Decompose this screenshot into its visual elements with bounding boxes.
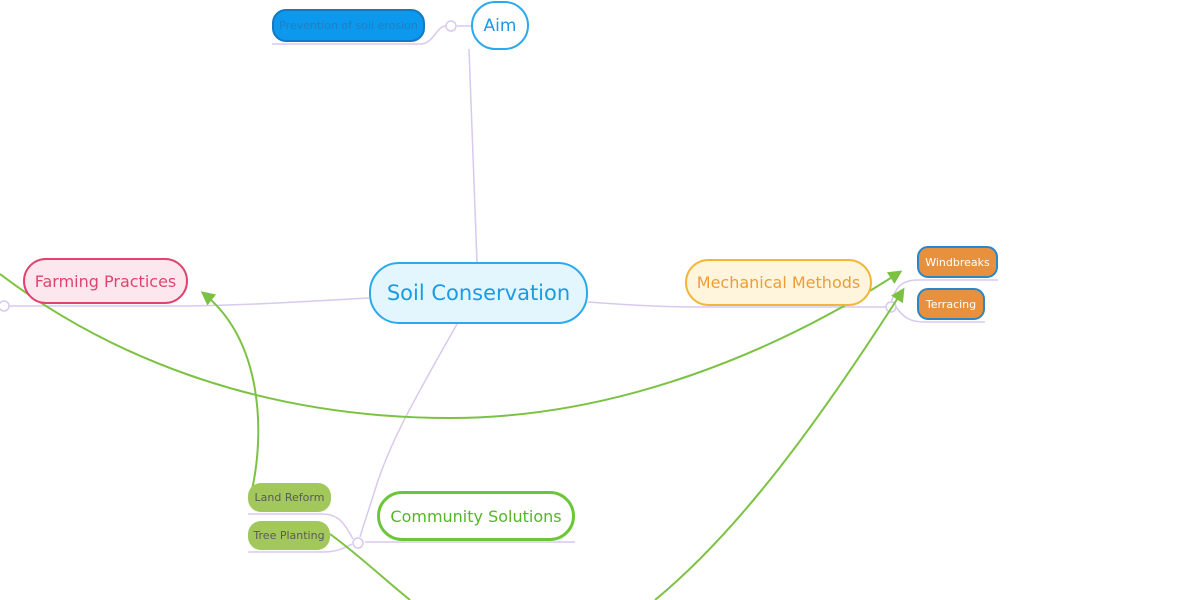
central-topic-label: Soil Conservation [386,281,571,305]
connector-joint-community [352,537,364,549]
connector-center-farming [8,297,370,307]
subtopic-tree-planting-label: Tree Planting [253,529,325,542]
connector-center-mechanical [587,301,886,308]
subtopic-windbreaks[interactable]: Windbreaks [917,246,998,278]
topic-mechanical-methods[interactable]: Mechanical Methods [685,259,872,306]
relationship-arrow-landreform-to-farming[interactable] [200,291,260,491]
topic-aim[interactable]: Aim [471,1,529,50]
connector-joint-farming [0,300,10,312]
subtopic-terracing-label: Terracing [925,297,977,311]
topic-community-label: Community Solutions [390,506,562,526]
relationship-arrow-treeplanting-out[interactable] [329,533,411,600]
connector-joint-aim [445,20,457,32]
connector-community-treeplanting [248,543,353,553]
subtopic-terracing[interactable]: Terracing [917,288,985,320]
subtopic-prevention-of-soil-erosion[interactable]: Prevention of soil erosion [272,9,425,42]
topic-aim-label: Aim [483,15,517,36]
subtopic-windbreaks-label: Windbreaks [925,255,990,269]
connector-community-landreform [248,513,354,540]
central-topic-soil-conservation[interactable]: Soil Conservation [369,262,588,324]
subtopic-prevention-label: Prevention of soil erosion [279,19,418,32]
subtopic-land-reform[interactable]: Land Reform [248,483,331,512]
connector-mechanical-terracing [895,306,985,323]
subtopic-tree-planting[interactable]: Tree Planting [248,521,330,550]
relationship-arrow-left-to-mechanical[interactable] [0,270,903,420]
topic-farming-practices[interactable]: Farming Practices [23,258,188,304]
connector-center-community [359,323,458,538]
topic-mechanical-label: Mechanical Methods [696,273,861,292]
connector-center-aim [468,48,478,263]
relationship-arrow-bottom-to-mechanical[interactable] [654,287,905,600]
subtopic-land-reform-label: Land Reform [254,491,325,504]
connector-aim-prevention [272,25,447,45]
topic-community-solutions[interactable]: Community Solutions [377,491,575,541]
topic-farming-label: Farming Practices [34,271,177,291]
